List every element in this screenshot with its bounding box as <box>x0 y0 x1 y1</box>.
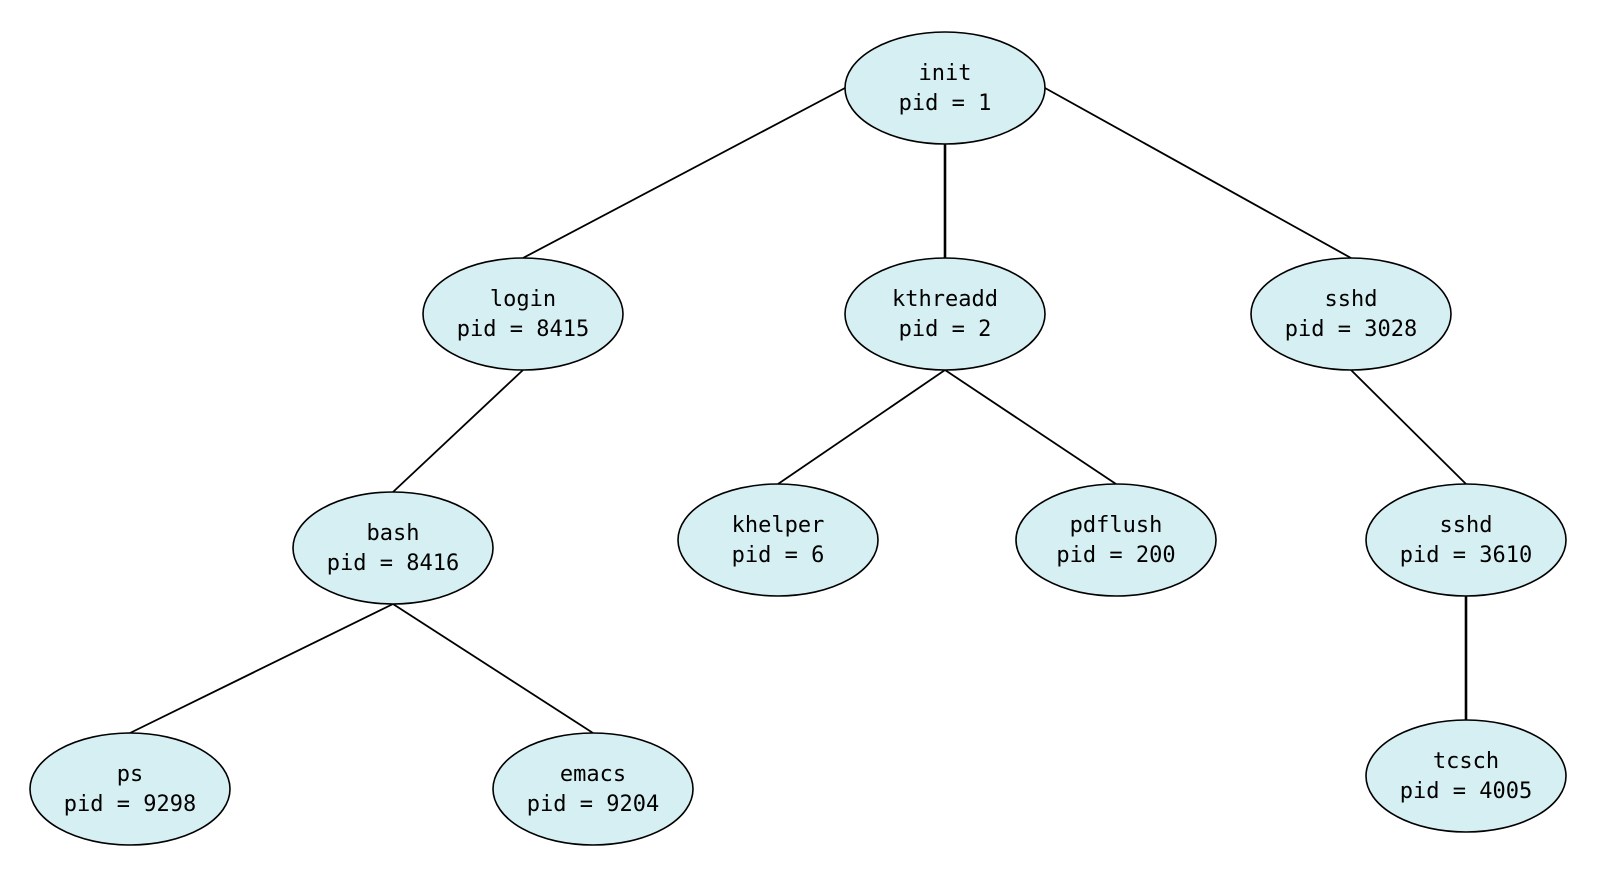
process-node-ps: ps pid = 9298 <box>29 732 231 846</box>
edge-login-bash <box>392 369 524 493</box>
node-pid-label: pid = 9298 <box>64 792 196 817</box>
process-node-bash: bash pid = 8416 <box>292 491 494 605</box>
edge-init-sshd1 <box>1044 87 1352 259</box>
node-pid-label: pid = 9204 <box>527 792 659 817</box>
node-ellipse <box>844 257 1046 371</box>
edge-init-login <box>522 87 846 259</box>
node-ellipse <box>844 31 1046 145</box>
node-ellipse <box>29 732 231 846</box>
edge-kthreadd-pdflush <box>944 369 1117 485</box>
node-pid-label: pid = 8416 <box>327 551 459 576</box>
node-process-name: sshd <box>1325 287 1378 312</box>
node-process-name: bash <box>367 521 420 546</box>
node-process-name: init <box>919 61 972 86</box>
process-node-pdflush: pdflush pid = 200 <box>1015 483 1217 597</box>
process-node-sshd2: sshd pid = 3610 <box>1365 483 1567 597</box>
process-node-kthreadd: kthreadd pid = 2 <box>844 257 1046 371</box>
process-node-emacs: emacs pid = 9204 <box>492 732 694 846</box>
node-ellipse <box>492 732 694 846</box>
node-pid-label: pid = 8415 <box>457 317 589 342</box>
node-ellipse <box>422 257 624 371</box>
process-node-login: login pid = 8415 <box>422 257 624 371</box>
process-node-init: init pid = 1 <box>844 31 1046 145</box>
node-ellipse <box>292 491 494 605</box>
edges-layer <box>129 87 1468 734</box>
node-pid-label: pid = 3610 <box>1400 543 1532 568</box>
edge-kthreadd-khelper <box>777 369 946 485</box>
edge-sshd1-sshd2 <box>1350 369 1467 485</box>
node-ellipse <box>1365 719 1567 833</box>
process-node-sshd1: sshd pid = 3028 <box>1250 257 1452 371</box>
node-process-name: login <box>490 287 556 312</box>
node-process-name: khelper <box>732 513 825 538</box>
node-pid-label: pid = 3028 <box>1285 317 1417 342</box>
process-node-tcsch: tcsch pid = 4005 <box>1365 719 1567 833</box>
node-process-name: pdflush <box>1070 513 1163 538</box>
node-ellipse <box>1250 257 1452 371</box>
node-process-name: ps <box>117 762 144 787</box>
node-ellipse <box>677 483 879 597</box>
edge-bash-emacs <box>392 603 594 734</box>
node-process-name: emacs <box>560 762 626 787</box>
node-process-name: sshd <box>1440 513 1493 538</box>
node-ellipse <box>1365 483 1567 597</box>
node-pid-label: pid = 200 <box>1056 543 1175 568</box>
nodes-layer: init pid = 1 login pid = 8415 kthreadd pid = … <box>29 31 1567 846</box>
node-pid-label: pid = 1 <box>899 91 992 116</box>
node-pid-label: pid = 2 <box>899 317 992 342</box>
edge-bash-ps <box>129 603 394 734</box>
node-pid-label: pid = 6 <box>732 543 825 568</box>
process-node-khelper: khelper pid = 6 <box>677 483 879 597</box>
node-process-name: kthreadd <box>892 287 998 312</box>
node-pid-label: pid = 4005 <box>1400 779 1532 804</box>
node-ellipse <box>1015 483 1217 597</box>
node-process-name: tcsch <box>1433 749 1499 774</box>
